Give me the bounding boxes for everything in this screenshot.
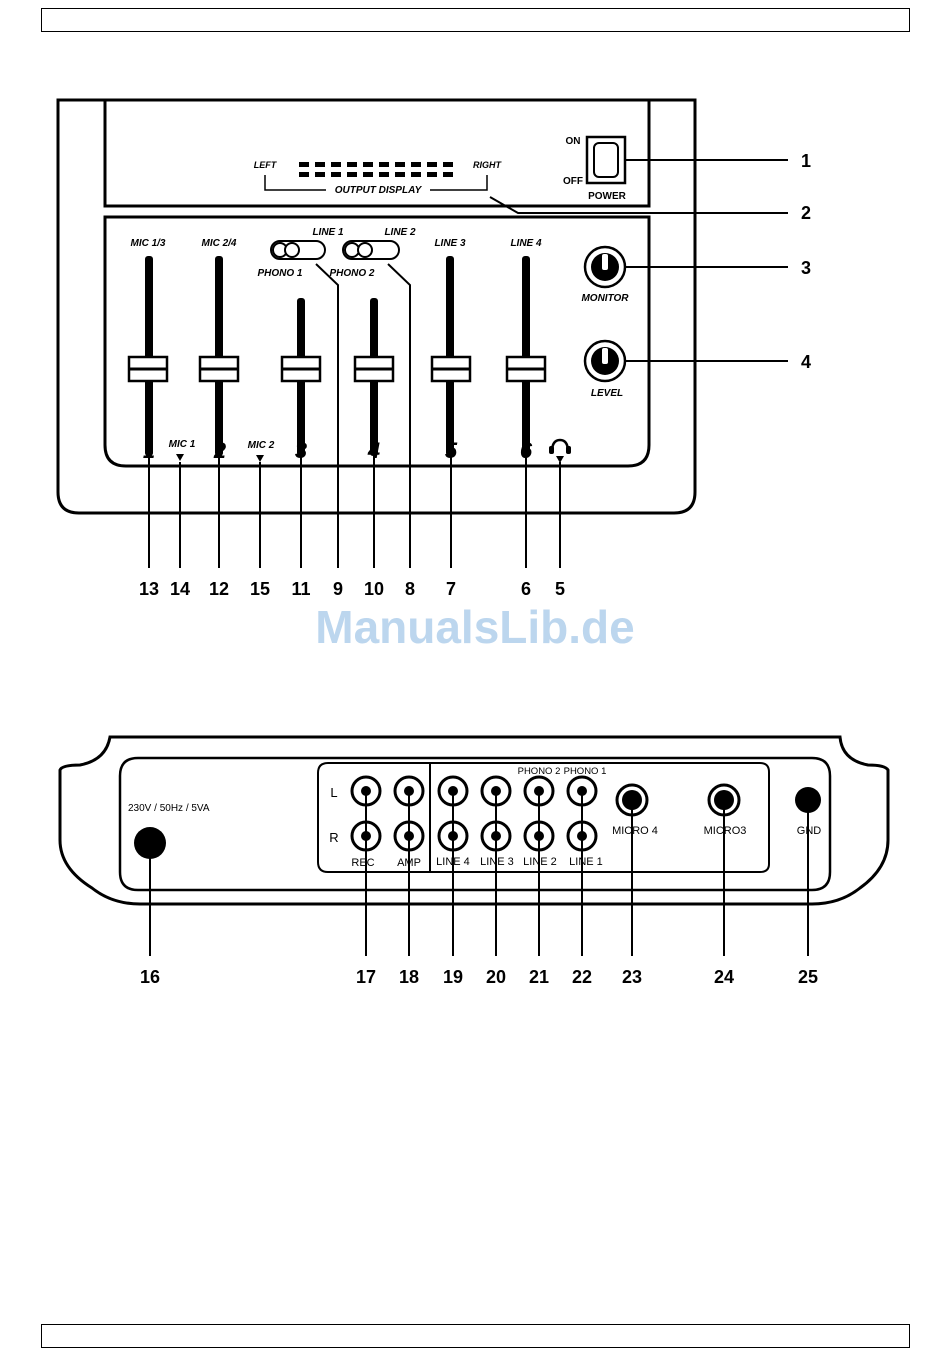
callout-number: 15	[250, 579, 270, 599]
callout-number: 6	[521, 579, 531, 599]
front-callout-lines	[148, 159, 788, 568]
callout-number: 17	[356, 967, 376, 987]
callout-number: 20	[486, 967, 506, 987]
fader-label-line2: LINE 2	[384, 227, 416, 238]
level-knob[interactable]	[583, 339, 627, 383]
phono2-label: PHONO 2	[518, 766, 561, 777]
fader-label-line3: LINE 3	[434, 238, 466, 249]
monitor-label: MONITOR	[581, 293, 629, 304]
mic2-label: MIC 2	[248, 440, 275, 451]
monitor-knob[interactable]	[583, 245, 627, 289]
gnd-label: GND	[797, 825, 822, 837]
mic2-jack-marker	[256, 455, 264, 462]
display-bracket	[264, 175, 488, 191]
callout-number: 5	[555, 579, 565, 599]
header-bar	[41, 8, 910, 32]
callout-number: 22	[572, 967, 592, 987]
fader-label-phono1: PHONO 1	[257, 268, 302, 279]
fader-5[interactable]	[430, 256, 472, 456]
level-label: LEVEL	[591, 388, 623, 399]
fader-label-mic24: MIC 2/4	[201, 238, 236, 249]
callout-number: 3	[801, 258, 811, 278]
callout-number: 18	[399, 967, 419, 987]
fader-3[interactable]	[280, 298, 322, 456]
rear-inner-panel	[118, 756, 832, 892]
callout-number: 19	[443, 967, 463, 987]
rec-amp-group	[317, 762, 431, 873]
output-display-leds	[299, 162, 453, 177]
fader-4[interactable]	[353, 298, 395, 456]
footer-bar	[41, 1324, 910, 1348]
fader-label-mic13: MIC 1/3	[130, 238, 165, 249]
callout-number: 10	[364, 579, 384, 599]
display-right-label: RIGHT	[473, 160, 503, 170]
power-on-label: ON	[566, 136, 581, 147]
fader-label-line4: LINE 4	[510, 238, 542, 249]
headphone-jack-marker	[556, 456, 564, 463]
fader-6[interactable]	[505, 256, 547, 456]
headphone-icon	[549, 438, 571, 454]
callout-number: 23	[622, 967, 642, 987]
power-spec-label: 230V / 50Hz / 5VA	[128, 803, 210, 814]
callout-number: 7	[446, 579, 456, 599]
fader-label-line1: LINE 1	[312, 227, 344, 238]
display-left-label: LEFT	[254, 160, 278, 170]
line1-label: LINE 1	[569, 856, 603, 868]
callout-number: 14	[170, 579, 190, 599]
callout-number: 25	[798, 967, 818, 987]
inputs-group	[429, 762, 770, 873]
callout-number: 9	[333, 579, 343, 599]
rec-amp-l-label: L	[330, 785, 337, 800]
callout-number: 8	[405, 579, 415, 599]
line2-phono2-switch[interactable]	[342, 240, 400, 260]
power-label: POWER	[588, 191, 627, 202]
callout-number: 12	[209, 579, 229, 599]
display-section	[103, 98, 651, 208]
mic1-jack-marker	[176, 454, 184, 461]
power-switch[interactable]	[585, 135, 627, 185]
rear-panel: 230V / 50Hz / 5VA L R PHONO 2 PHONO 1 RE…	[58, 735, 890, 987]
callout-number: 11	[291, 579, 310, 599]
callout-number: 24	[714, 967, 734, 987]
front-panel: LEFT RIGHT OUTPUT DISPLAY ON OFF POWER M…	[56, 98, 811, 599]
callout-number: 2	[801, 203, 811, 223]
rec-amp-r-label: R	[329, 830, 338, 845]
fader-2[interactable]	[198, 256, 240, 456]
fader-1[interactable]	[127, 256, 169, 456]
callout-number: 13	[139, 579, 159, 599]
rec-label: REC	[351, 857, 374, 869]
phono1-label: PHONO 1	[564, 766, 607, 777]
callout-number: 4	[801, 352, 811, 372]
callout-number: 21	[529, 967, 549, 987]
callout-number: 1	[801, 151, 811, 171]
micro4-label: MICRO 4	[612, 825, 658, 837]
mic1-label: MIC 1	[169, 439, 196, 450]
power-off-label: OFF	[563, 176, 583, 187]
rear-callout-lines	[149, 791, 809, 956]
line1-phono1-switch[interactable]	[270, 240, 326, 260]
watermark: ManualsLib.de	[315, 601, 634, 653]
callout-number: 16	[140, 967, 160, 987]
fader-label-phono2: PHONO 2	[329, 268, 374, 279]
output-display-label: OUTPUT DISPLAY	[335, 185, 423, 196]
